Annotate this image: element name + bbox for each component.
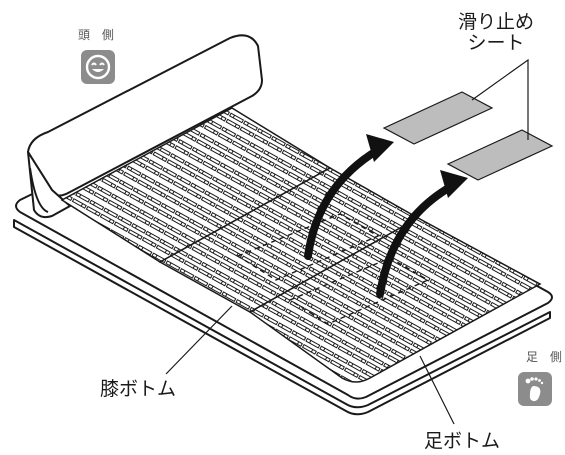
head-side-label: 頭 側 (78, 28, 118, 42)
head-side-badge (81, 50, 115, 84)
anti-slip-sheet-label: 滑り止め シート (458, 12, 534, 54)
sheet-target-areas (236, 213, 430, 325)
knee-bottom-label: 膝ボトム (100, 378, 177, 400)
placement-arrows (304, 134, 468, 298)
foot-side-label: 足 側 (526, 350, 565, 364)
leader-lines (165, 58, 529, 425)
anti-slip-sheet-label-line2: シート (467, 32, 525, 54)
anti-slip-sheet-label-line1: 滑り止め (458, 11, 535, 33)
footprint-icon (525, 377, 544, 402)
foot-side-badge (518, 372, 552, 406)
foot-bottom-label: 足ボトム (424, 430, 501, 452)
smiley-face-icon (85, 54, 111, 80)
anti-slip-sheets (382, 91, 554, 181)
foot-bottom (248, 217, 542, 383)
head-board (27, 34, 263, 219)
